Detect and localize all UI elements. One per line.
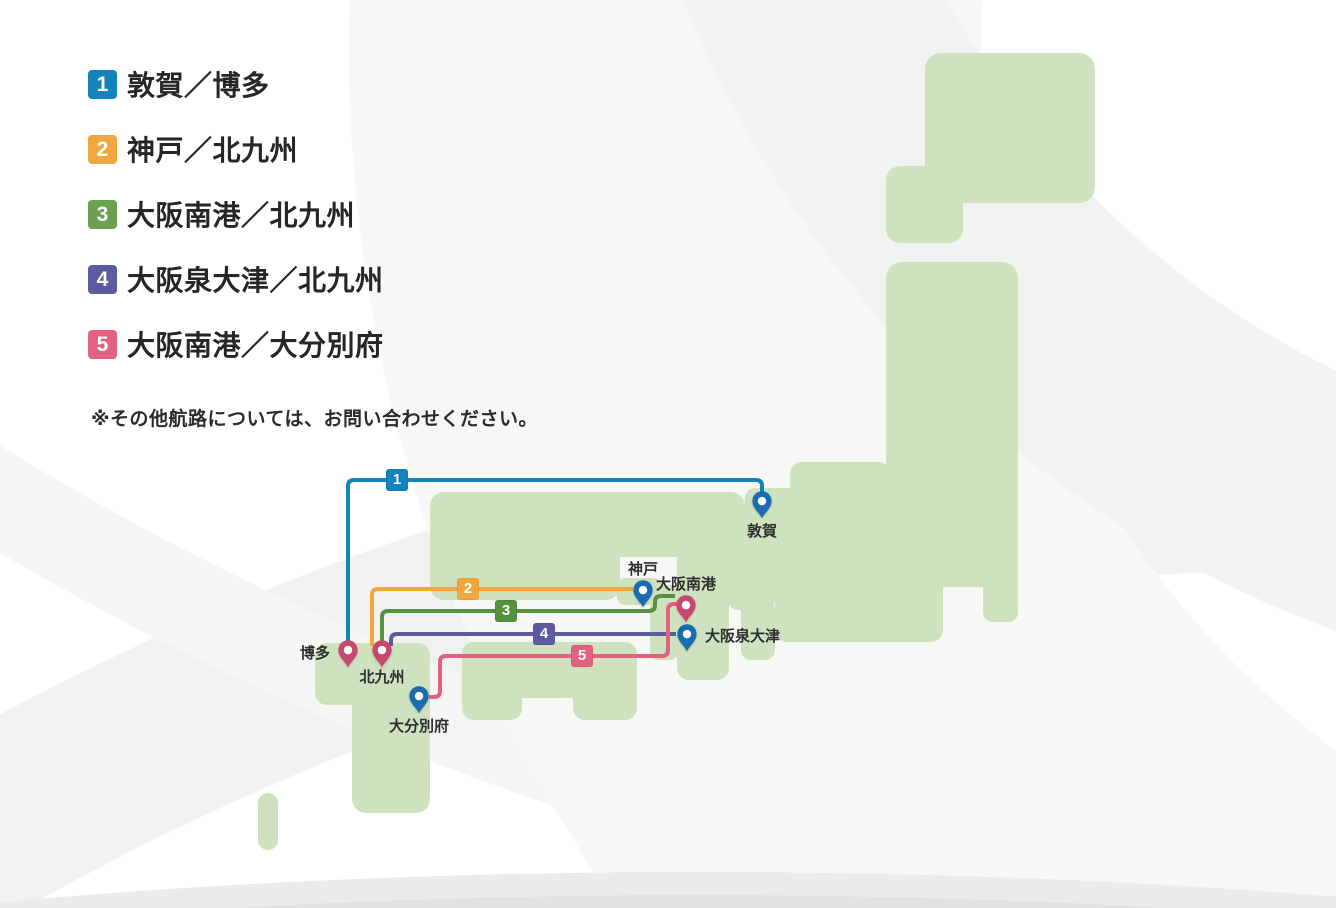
land-okinawa [258,793,278,850]
map-pin-icon [676,595,696,623]
legend-label-3: 大阪南港／北九州 [127,199,356,231]
port-label-oita-beppu: 大分別府 [388,718,450,735]
route-2-badge: 2 [457,578,479,600]
route-1-badge: 1 [386,469,408,491]
legend-badge-3: 3 [88,200,117,229]
route-5-badge: 5 [571,645,593,667]
legend-badge-4: 4 [88,265,117,294]
legend-label-4: 大阪泉大津／北九州 [127,264,384,296]
pin-kitakyushu: 北九州 [359,639,405,686]
land-kyushu-stem [352,643,430,813]
legend-label-1: 敦賀／博多 [127,69,270,101]
map-pin-icon [338,640,358,668]
land-tohoku [886,262,1018,587]
legend-badge-2: 2 [88,135,117,164]
route-3-badge: 3 [495,600,517,622]
pin-hakata: 博多 [300,639,359,669]
land-chubu-bottom [775,540,943,642]
pin-oita-beppu: 大分別府 [389,685,449,735]
map-pin-icon [677,624,697,652]
port-label-tsuruga: 敦賀 [746,523,778,540]
land-osaka-lobe [650,585,678,660]
legend-badge-5: 5 [88,330,117,359]
map-pin-icon [372,640,392,668]
port-label-osaka-izumiotsu: 大阪泉大津 [705,628,781,645]
map-pin-icon [633,580,653,608]
map-pin-icon [409,686,429,714]
pin-osaka-nanko: 大阪南港 [656,576,716,624]
legend-note: ※その他航路については、お問い合わせください。 [91,409,539,430]
pin-kobe: 神戸 [628,561,658,609]
route-4-badge: 4 [533,623,555,645]
legend-badge-1: 1 [88,70,117,99]
port-label-osaka-nanko: 大阪南港 [655,576,717,593]
land-tohoku-lobe [983,560,1018,622]
port-label-kitakyushu: 北九州 [359,669,405,686]
pin-tsuruga: 敦賀 [747,490,777,540]
pin-osaka-izumiotsu: 大阪泉大津 [676,623,780,653]
port-label-kobe: 神戸 [627,561,659,578]
legend-label-2: 神戸／北九州 [127,134,299,166]
legend-label-5: 大阪南港／大分別府 [127,329,384,361]
map-pin-icon [752,491,772,519]
port-label-hakata: 博多 [299,645,330,662]
land-hokkaido-tab [886,166,963,243]
